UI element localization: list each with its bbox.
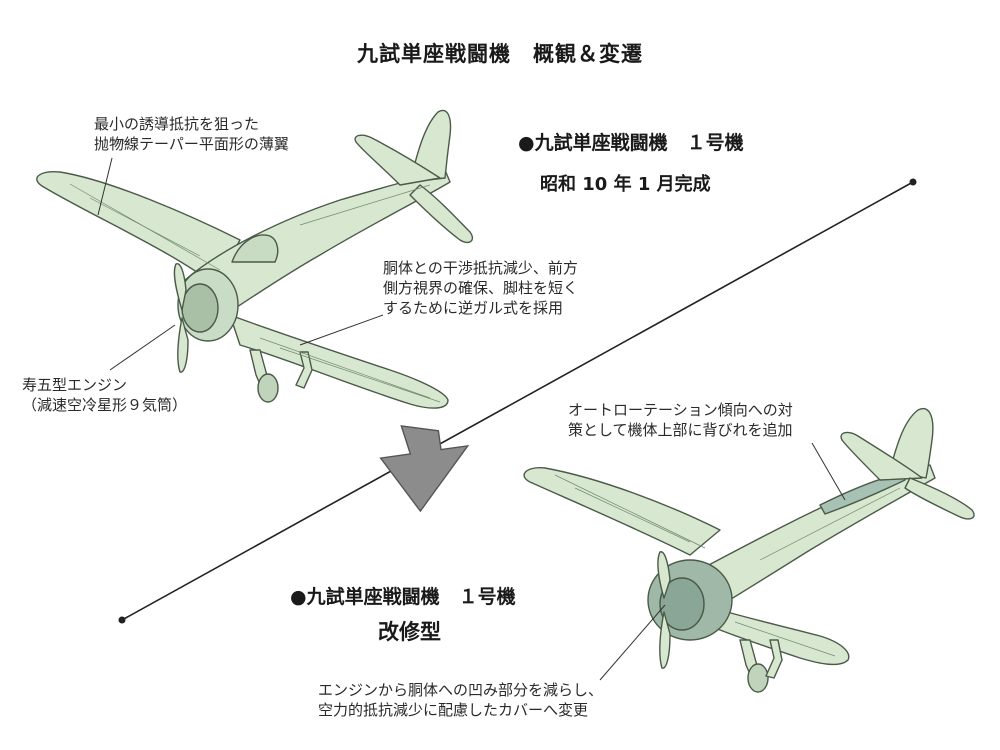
wing-note-ruby: ほうぶつ — [114, 139, 139, 146]
top-wing-ribs — [69, 183, 441, 403]
leader-engine — [109, 324, 176, 371]
bottom-wing-ribs — [554, 474, 901, 657]
page-title: 九試単座戦闘機 概観＆変遷 — [357, 42, 643, 66]
transition-arrow — [379, 425, 470, 513]
aircraft-prototype-illustration — [36, 109, 474, 409]
leader-gullwing — [299, 314, 384, 346]
wing-note: 最小の誘導抵抗を狙った 抛物線テーパー平面形の薄翼 — [94, 115, 289, 153]
leader-wing — [97, 157, 113, 216]
leader-dorsal — [811, 442, 846, 501]
leader-lines — [97, 157, 846, 681]
dorsal-fin-note: オートローテーション傾向への対 策として機体上部に背びれを追加 — [568, 401, 793, 439]
leader-cowl — [599, 604, 666, 681]
timeline-end-dot — [909, 178, 917, 186]
timeline-line — [118, 178, 917, 624]
gullwing-note: 胴体との干渉抵抗減少、前方 側方視界の確保、脚柱を短く するために逆ガル式を採用 — [383, 259, 579, 317]
prototype-heading: ●九試単座戦闘機 １号機 — [518, 132, 744, 154]
modified-subheading: 改修型 — [378, 620, 441, 644]
timeline-start-dot — [118, 616, 126, 624]
engine-note: 寿五型エンジン （減速空冷星形９気筒） — [22, 376, 188, 414]
cowl-note: エンジンから胴体への凹み部分を減らし、 空力的抵抗減少に配慮したカバーへ変更 — [318, 681, 604, 719]
modified-heading: ●九試単座戦闘機 １号機 — [290, 586, 516, 608]
aircraft-modified-illustration — [523, 407, 975, 693]
prototype-completion-date: 昭和 10 年 1 月完成 — [540, 174, 711, 195]
